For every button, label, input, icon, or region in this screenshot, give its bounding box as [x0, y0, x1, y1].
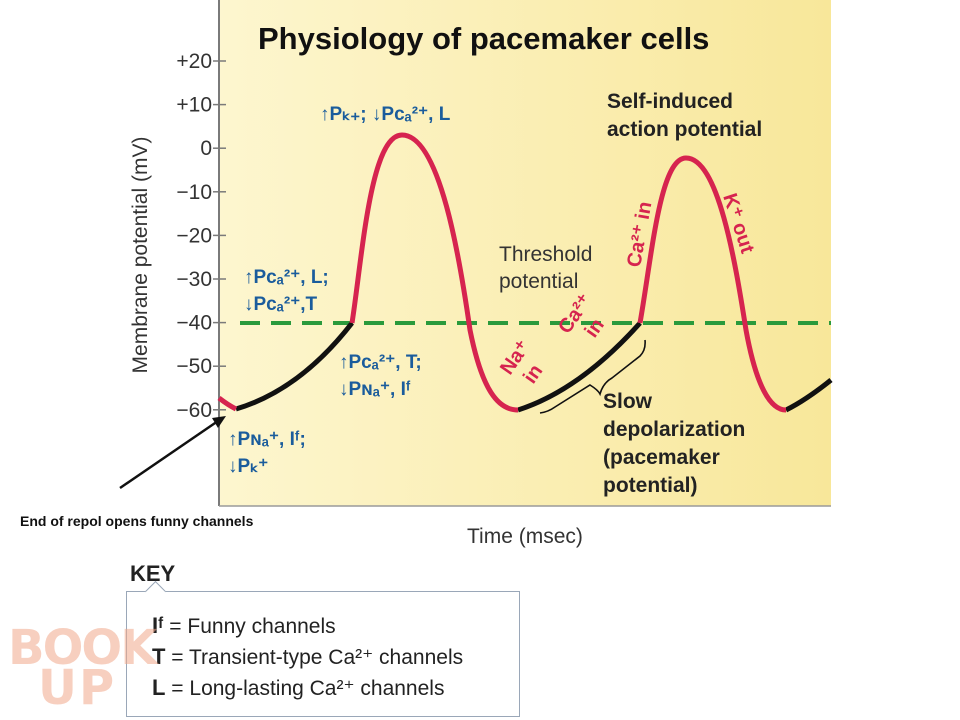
x-axis-label: Time (msec) [467, 525, 583, 548]
y-tick-label: +20 [176, 50, 212, 73]
y-tick-label: −10 [176, 181, 212, 204]
baseline-end-segment [784, 378, 833, 413]
key-row-funny: Iᶠ = Funny channels [152, 613, 336, 639]
key-text-transient: = Transient-type Ca²⁺ channels [165, 646, 464, 669]
slow-label-2: depolarization [603, 418, 745, 441]
pointer-arrow-line [119, 419, 219, 490]
action-potential-start [217, 396, 238, 412]
key-text-long: = Long-lasting Ca²⁺ channels [165, 677, 445, 700]
key-symbol-funny: Iᶠ [152, 613, 164, 638]
y-tick-label: +10 [176, 94, 212, 117]
caption-text: End of repol opens funny channels [20, 513, 254, 529]
action-potential-1 [349, 132, 519, 413]
slow-depolarization-segment-1 [235, 321, 354, 412]
lower-permeability-2: ↓Pₖ⁺ [228, 456, 268, 477]
key-row-transient: T = Transient-type Ca²⁺ channels [152, 644, 463, 670]
threshold-label-1: Threshold [499, 243, 592, 266]
key-row-long: L = Long-lasting Ca²⁺ channels [152, 675, 444, 701]
slow-label-1: Slow [603, 390, 653, 413]
y-tick-label: 0 [200, 137, 212, 160]
y-tick-label: −20 [176, 224, 212, 247]
slow-depolarization-segment-2 [517, 321, 642, 413]
pointer-arrow-head [212, 416, 226, 428]
lower-permeability-1: ↑Pɴₐ⁺, Iᶠ; [228, 429, 306, 450]
diagram-title: Physiology of pacemaker cells [258, 21, 709, 56]
plot-panel [219, 0, 831, 506]
key-box [126, 591, 520, 717]
middle-permeability-2: ↓Pɴₐ⁺, Iᶠ [339, 379, 411, 400]
slow-label-4: potential) [603, 474, 698, 497]
self-induced-label-2: action potential [607, 118, 762, 141]
y-axis-ticks: +20 +10 0 −10 −20 −30 −40 −50 −60 [176, 50, 226, 422]
action-potential-2 [637, 155, 787, 413]
middle-permeability-1: ↑Pᴄₐ²⁺, T; [339, 352, 422, 373]
key-symbol-long: L [152, 675, 166, 700]
slow-depolarization-bracket [539, 339, 646, 414]
threshold-label-2: potential [499, 270, 578, 293]
upper-left-permeability-2: ↓Pᴄₐ²⁺,T [244, 294, 318, 315]
peak-permeability-label: ↑Pₖ₊; ↓Pᴄₐ²⁺, L [320, 104, 451, 125]
y-tick-label: −30 [176, 268, 212, 291]
key-text-funny: = Funny channels [163, 615, 336, 638]
slow-label-3: (pacemaker [603, 446, 720, 469]
y-tick-label: −50 [176, 355, 212, 378]
y-tick-label: −40 [176, 312, 212, 335]
self-induced-label-1: Self-induced [607, 90, 733, 113]
y-tick-label: −60 [176, 399, 212, 422]
upper-left-permeability-1: ↑Pᴄₐ²⁺, L; [244, 267, 329, 288]
key-symbol-transient: T [152, 644, 166, 669]
y-axis-label: Membrane potential (mV) [129, 137, 152, 374]
